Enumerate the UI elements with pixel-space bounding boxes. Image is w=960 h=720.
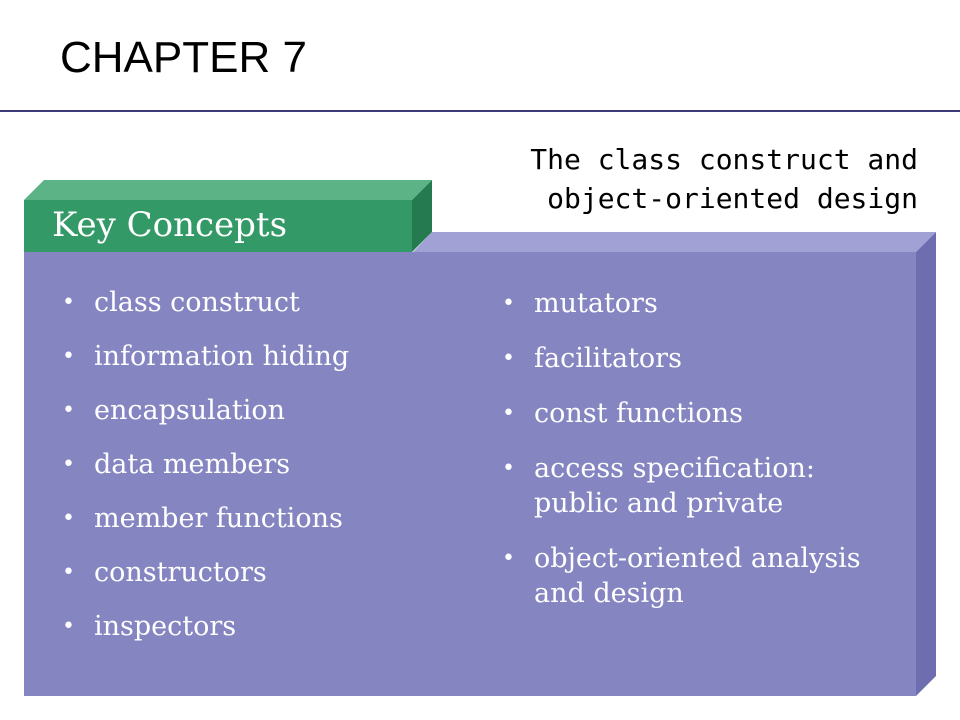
panel-top-face: [413, 232, 936, 252]
subtitle-line: The class construct and: [530, 143, 918, 176]
concepts-list-left: • class construct • information hiding • en…: [62, 286, 442, 664]
title-divider: [0, 110, 960, 112]
list-item-label: facilitators: [534, 343, 682, 374]
list-item: • data members: [62, 448, 442, 481]
list-item: • facilitators: [502, 341, 902, 376]
bullet-icon: •: [502, 346, 515, 371]
list-item: • encapsulation: [62, 394, 442, 427]
list-item: • information hiding: [62, 340, 442, 373]
list-item-label: class construct: [94, 287, 300, 318]
tab-side-face: [412, 180, 432, 252]
tab-front-face: [24, 200, 412, 252]
bullet-icon: •: [62, 398, 75, 423]
list-item-label: access specification: public and private: [534, 453, 815, 519]
list-item-label: const functions: [534, 398, 743, 429]
bullet-icon: •: [502, 291, 515, 316]
list-item-label: data members: [94, 449, 291, 480]
list-item-label: inspectors: [94, 611, 237, 642]
list-item: • access specification: public and privat…: [502, 451, 902, 521]
list-item-label: encapsulation: [94, 395, 285, 426]
list-item: • class construct: [62, 286, 442, 319]
bullet-icon: •: [502, 546, 515, 571]
subtitle-line: object-oriented design: [547, 182, 918, 215]
bullet-icon: •: [62, 560, 75, 585]
key-concepts-tab-label: Key Concepts: [52, 205, 288, 245]
list-item: • inspectors: [62, 610, 442, 643]
list-item-label: member functions: [94, 503, 343, 534]
panel-side-face: [916, 232, 936, 696]
bullet-icon: •: [62, 614, 75, 639]
list-item: • member functions: [62, 502, 442, 535]
chapter-title: CHAPTER 7: [60, 33, 307, 82]
list-item: • object-oriented analysis and design: [502, 541, 902, 611]
panel-front-face: [24, 252, 916, 696]
tab-top-face: [24, 180, 432, 200]
list-item: • mutators: [502, 286, 902, 321]
list-item-label: mutators: [534, 288, 658, 319]
chapter-subtitle: The class construct and object-oriented …: [398, 140, 918, 218]
bullet-icon: •: [62, 506, 75, 531]
bullet-icon: •: [62, 452, 75, 477]
bullet-icon: •: [62, 344, 75, 369]
concepts-list-right: • mutators • facilitators • const functions…: [502, 286, 902, 631]
bullet-icon: •: [62, 290, 75, 315]
list-item-label: constructors: [94, 557, 267, 588]
list-item: • constructors: [62, 556, 442, 589]
list-item-label: information hiding: [94, 341, 350, 372]
bullet-icon: •: [502, 456, 515, 481]
list-item-label: object-oriented analysis and design: [534, 543, 861, 609]
list-item: • const functions: [502, 396, 902, 431]
bullet-icon: •: [502, 401, 515, 426]
